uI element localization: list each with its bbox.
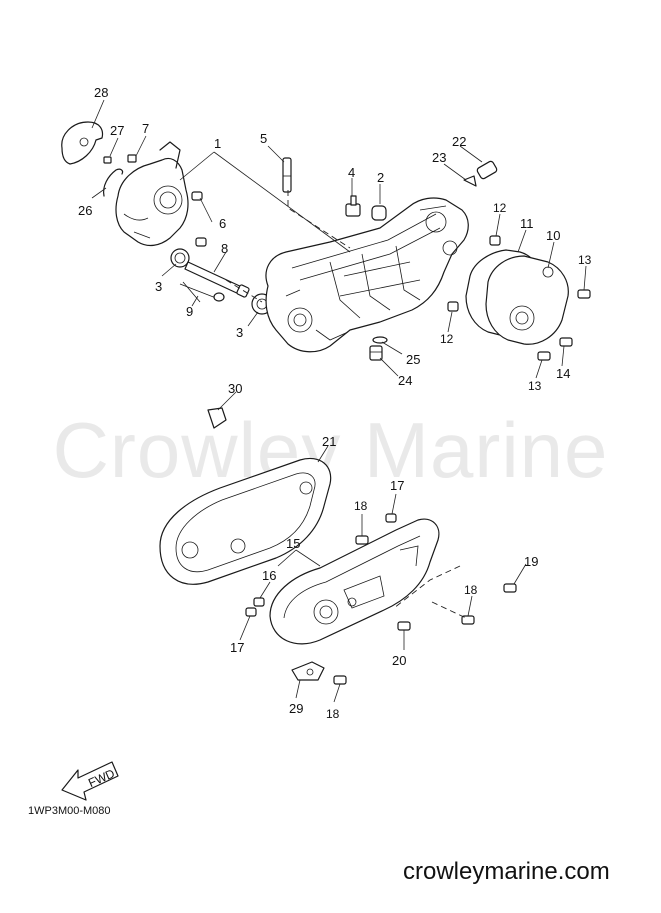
callout-3b: 3 bbox=[236, 325, 243, 340]
diagram-code: 1WP3M00-M080 bbox=[28, 805, 111, 817]
part-23-washer[interactable] bbox=[463, 175, 477, 187]
callout-28: 28 bbox=[94, 85, 108, 100]
callout-23: 23 bbox=[432, 150, 446, 165]
callout-19: 19 bbox=[524, 554, 538, 569]
part-1-crankcase[interactable] bbox=[265, 197, 469, 353]
part-29-bracket[interactable] bbox=[291, 661, 325, 681]
part-15-cover[interactable] bbox=[269, 518, 440, 645]
part-30-clip[interactable] bbox=[207, 407, 227, 429]
callout-4: 4 bbox=[348, 165, 355, 180]
callout-labels: 1 2 3 3 4 5 6 7 8 9 10 11 12 12 13 13 14… bbox=[78, 85, 592, 721]
callout-9: 9 bbox=[186, 304, 193, 319]
part-19-bolt[interactable] bbox=[503, 583, 517, 593]
callout-22: 22 bbox=[452, 134, 466, 149]
part-24-bolt[interactable] bbox=[369, 345, 383, 361]
part-20-bolt[interactable] bbox=[397, 621, 411, 631]
fwd-label: FWD bbox=[86, 766, 117, 790]
part-22-sensor[interactable] bbox=[476, 160, 498, 180]
callout-20: 20 bbox=[392, 653, 406, 668]
callout-1: 1 bbox=[214, 136, 221, 151]
part-21-gasket[interactable] bbox=[159, 457, 332, 585]
callout-16: 16 bbox=[262, 568, 276, 583]
callout-30: 30 bbox=[228, 381, 242, 396]
part-10-cover[interactable] bbox=[485, 255, 569, 345]
part-28-plate[interactable] bbox=[61, 121, 104, 165]
callout-18c: 18 bbox=[326, 707, 340, 721]
part-26-spring[interactable] bbox=[103, 168, 124, 197]
website-link[interactable]: crowleymarine.com bbox=[403, 858, 610, 885]
callout-13a: 13 bbox=[578, 253, 592, 267]
part-18-bolt-c[interactable] bbox=[333, 675, 347, 685]
part-7-housing[interactable] bbox=[115, 141, 189, 247]
callout-27: 27 bbox=[110, 123, 124, 138]
part-5-pin[interactable] bbox=[282, 157, 292, 193]
callout-15: 15 bbox=[286, 536, 300, 551]
part-13-bolt-a[interactable] bbox=[577, 289, 591, 299]
part-3-bearing[interactable] bbox=[170, 248, 190, 268]
callout-26: 26 bbox=[78, 203, 92, 218]
callout-3a: 3 bbox=[155, 279, 162, 294]
callout-8: 8 bbox=[221, 241, 228, 256]
callout-12b: 12 bbox=[440, 332, 454, 346]
part-17-dowel-b[interactable] bbox=[385, 513, 397, 523]
part-18-bolt-a[interactable] bbox=[355, 535, 369, 545]
callout-17a: 17 bbox=[230, 640, 244, 655]
callout-24: 24 bbox=[398, 373, 412, 388]
part-14-bolt[interactable] bbox=[559, 337, 573, 347]
callout-11: 11 bbox=[520, 216, 534, 231]
part-9-pins[interactable] bbox=[179, 281, 225, 303]
part-6-dowel-pins[interactable] bbox=[191, 191, 207, 247]
callout-13b: 13 bbox=[528, 379, 542, 393]
callout-18a: 18 bbox=[354, 499, 368, 513]
part-17-dowel-a[interactable] bbox=[245, 607, 257, 617]
part-16-dowel[interactable] bbox=[253, 597, 265, 607]
callout-18b: 18 bbox=[464, 583, 478, 597]
part-8-shaft[interactable] bbox=[184, 261, 250, 298]
leader-lines bbox=[91, 99, 587, 703]
callout-17b: 17 bbox=[390, 478, 404, 493]
callout-7: 7 bbox=[142, 121, 149, 136]
callout-6: 6 bbox=[219, 216, 226, 231]
part-12-dowels[interactable] bbox=[447, 235, 501, 312]
fwd-arrow-icon: FWD bbox=[61, 761, 119, 801]
callout-14: 14 bbox=[556, 366, 570, 381]
callout-25: 25 bbox=[406, 352, 420, 367]
part-13-bolt-b[interactable] bbox=[537, 351, 551, 361]
callout-21: 21 bbox=[322, 434, 336, 449]
callout-5: 5 bbox=[260, 131, 267, 146]
dashed-guides bbox=[225, 190, 467, 619]
callout-2: 2 bbox=[377, 170, 384, 185]
part-4-fitting[interactable] bbox=[345, 195, 361, 217]
callout-29: 29 bbox=[289, 701, 303, 716]
callout-10: 10 bbox=[546, 228, 560, 243]
part-27-bolt[interactable] bbox=[103, 156, 112, 164]
callout-12a: 12 bbox=[493, 201, 507, 215]
part-2-collar[interactable] bbox=[371, 205, 387, 221]
part-25-washer[interactable] bbox=[372, 336, 388, 344]
